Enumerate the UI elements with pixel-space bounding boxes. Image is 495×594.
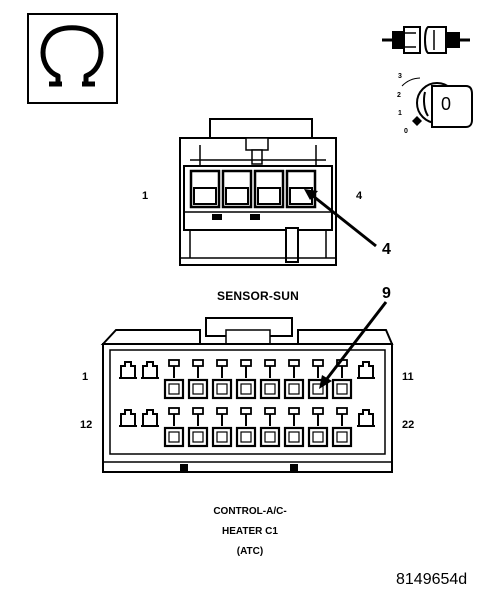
sensor-sun-title: SENSOR-SUN: [216, 289, 299, 303]
cavity-latch-2: [142, 361, 158, 378]
lower-pin-12-label: 12: [80, 419, 93, 431]
cavity-tab-21: [336, 407, 348, 415]
callout-4-arrowhead: [304, 189, 318, 200]
disconnected-connector-icon: [382, 26, 470, 54]
key-position-3: 3: [398, 73, 402, 80]
caption-line-2: HEATER C1: [222, 526, 278, 537]
cavity-tab-18: [264, 407, 276, 415]
cavity-tab-3: [168, 359, 180, 367]
figure-id: 8149654d: [396, 571, 468, 588]
sensor-sun-connector: [179, 118, 337, 266]
key-position-1: 1: [398, 110, 402, 117]
cavity-latch-13: [142, 409, 158, 426]
callout-9-arrowhead: [319, 375, 332, 389]
cavity-inner-5: [216, 383, 228, 395]
cavity-inner-20: [312, 431, 324, 443]
control-ac-heater-connector: [100, 317, 394, 473]
callout-4-leader: [312, 194, 377, 248]
cavity-inner-15: [192, 431, 204, 443]
cavity-tab-20: [312, 407, 324, 415]
cavity-inner-16: [216, 431, 228, 443]
cavity-inner-18: [264, 431, 276, 443]
cavity-tab-14: [168, 407, 180, 415]
lower-pin-11-label: 11: [402, 371, 414, 383]
cavity-tab-6: [240, 359, 252, 367]
cavity-latch-11: [358, 361, 374, 378]
key-position-label: 0: [441, 94, 452, 114]
cavity-inner-19: [288, 431, 300, 443]
ignition-key-icon: [401, 77, 473, 128]
key-position-0: 0: [404, 128, 408, 135]
cavity-inner-8: [288, 383, 300, 395]
cavity-latch-22: [358, 409, 374, 426]
callout-4: 4: [382, 241, 391, 258]
cavity-inner-7: [264, 383, 276, 395]
upper-pin-left-label: 1: [142, 190, 149, 202]
cavity-tab-8: [288, 359, 300, 367]
cavity-tab-4: [192, 359, 204, 367]
cavity-tab-9: [312, 359, 324, 367]
key-position-2: 2: [397, 92, 401, 99]
cavity-tab-16: [216, 407, 228, 415]
cavity-inner-9: [312, 383, 324, 395]
ohmmeter-icon: [27, 13, 118, 104]
cavity-inner-21: [336, 431, 348, 443]
cavity-inner-6: [240, 383, 252, 395]
cavity-inner-17: [240, 431, 252, 443]
cavity-inner-10: [336, 383, 348, 395]
cavity-tab-5: [216, 359, 228, 367]
cavity-inner-4: [192, 383, 204, 395]
upper-pin-right-label: 4: [356, 190, 363, 202]
callout-9-leader: [324, 301, 388, 381]
callout-9: 9: [382, 285, 391, 302]
cavity-inner-3: [168, 383, 180, 395]
lower-pin-1-label: 1: [82, 371, 89, 383]
cavity-latch-1: [120, 361, 136, 378]
caption-line-1: CONTROL-A/C-: [213, 506, 287, 517]
cavity-latch-12: [120, 409, 136, 426]
cavity-inner-14: [168, 431, 180, 443]
cavity-tab-15: [192, 407, 204, 415]
cavity-tab-19: [288, 407, 300, 415]
cavity-tab-17: [240, 407, 252, 415]
lower-pin-22-label: 22: [402, 419, 415, 431]
caption-line-3: (ATC): [236, 546, 264, 557]
cavity-tab-7: [264, 359, 276, 367]
